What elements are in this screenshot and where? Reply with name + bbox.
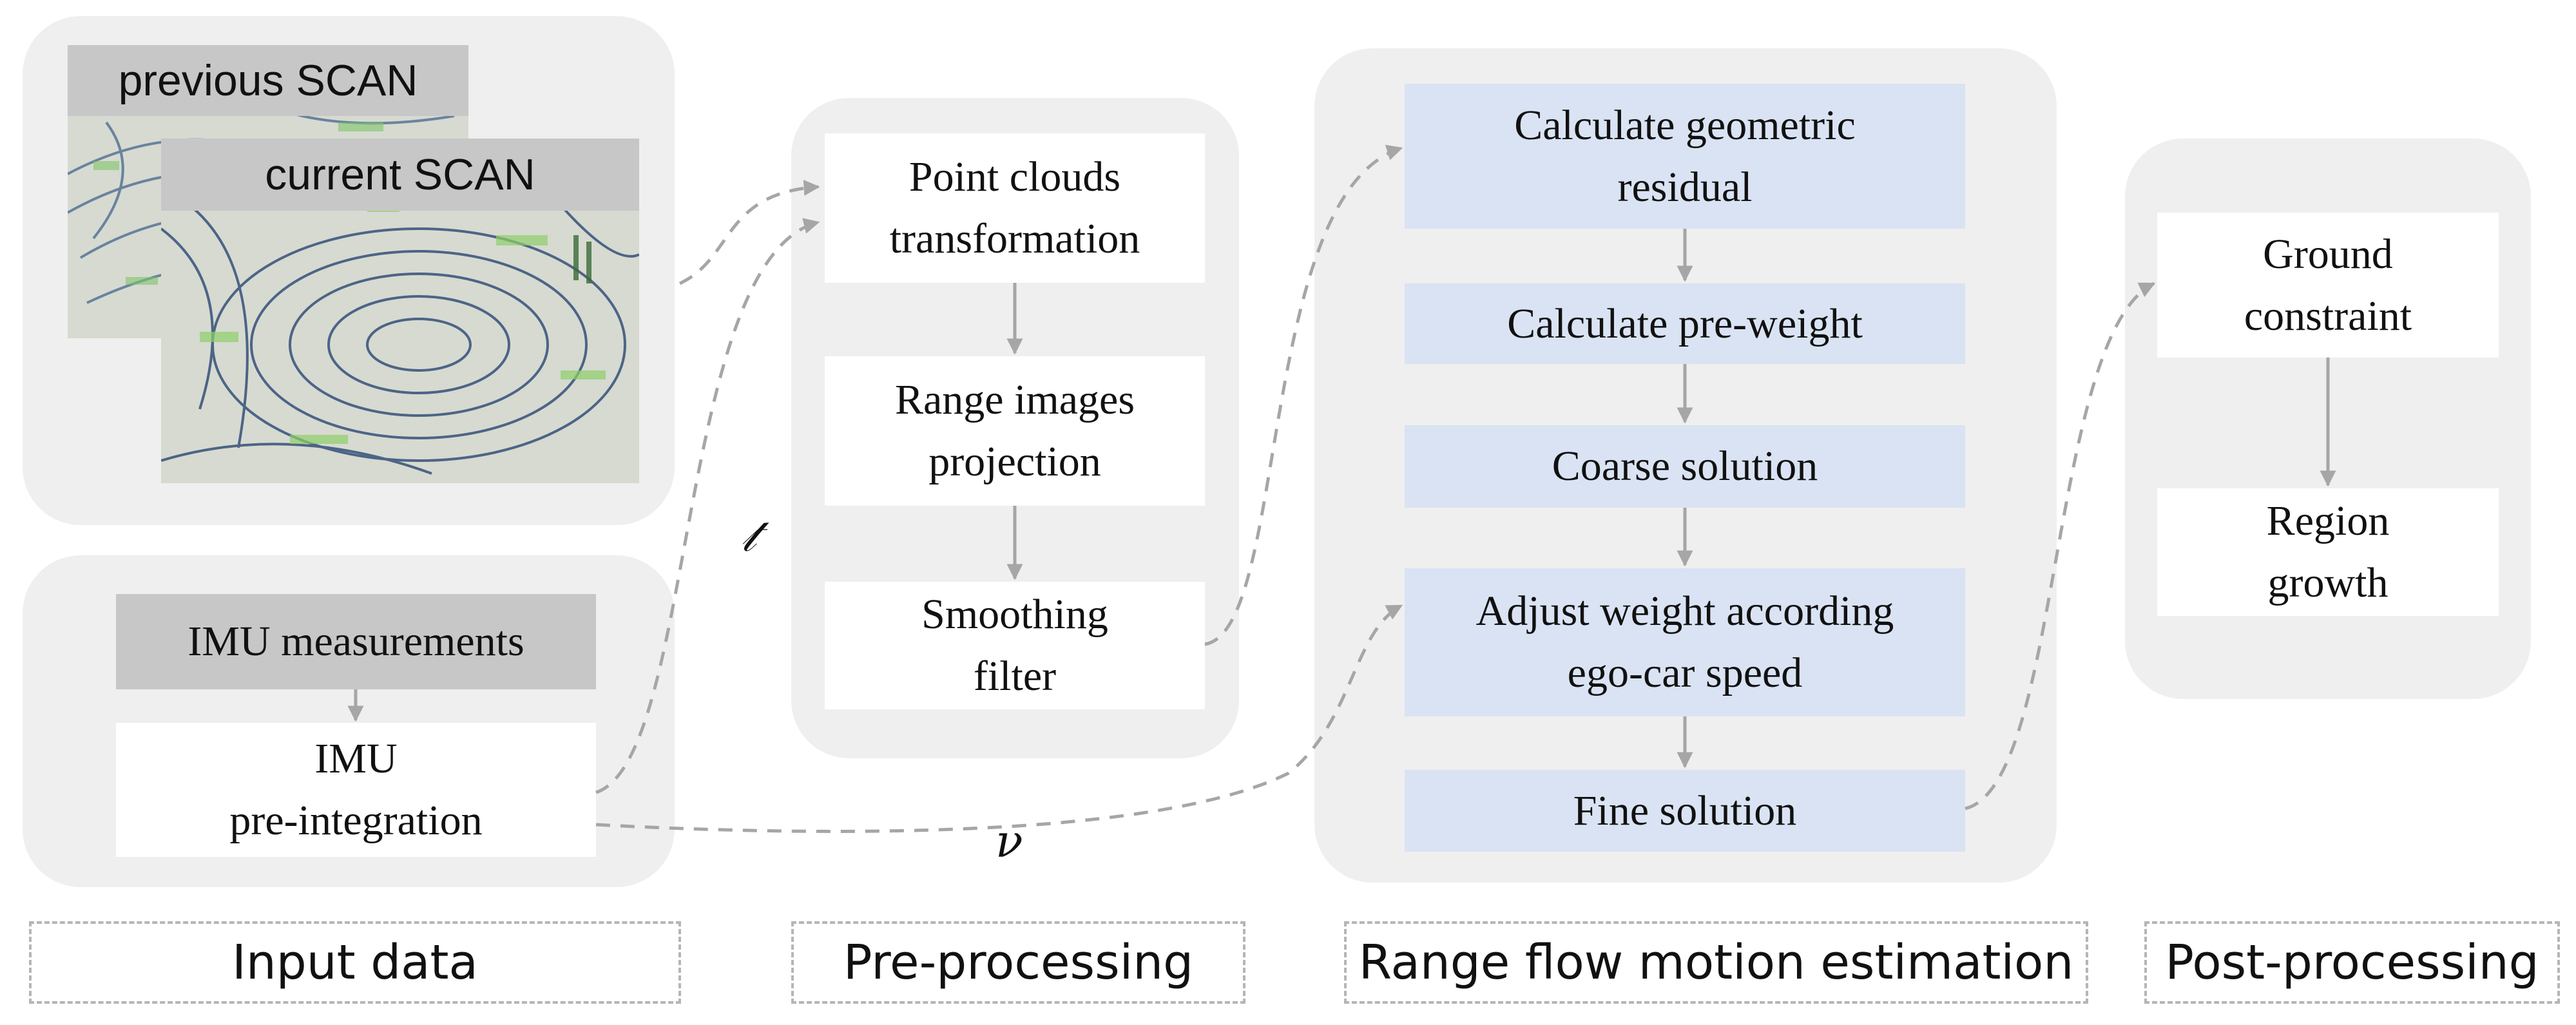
stage-input-data: Input data [29,921,681,1004]
fine-solution-box: Fine solution [1405,770,1965,852]
point-clouds-transformation-box: Point clouds transformation [825,133,1205,283]
imu-measurements-box: IMU measurements [116,594,596,689]
dashed-smooth-to-residual [1204,144,1403,646]
coarse-solution-box: Coarse solution [1405,425,1965,508]
stage-pre-processing: Pre-processing [791,921,1245,1004]
pre-weight-box: Calculate pre-weight [1405,283,1965,364]
dashed-imu-to-adjust [595,604,1403,833]
region-growth-box: Region growth [2157,488,2499,616]
dashed-fine-to-ground [1965,282,2156,810]
tau-symbol: 𝓉 [741,509,756,562]
dashed-scan-to-transform [678,180,820,285]
dashed-imu-to-transform [595,218,820,794]
nu-symbol: ν [995,815,1023,868]
ground-constraint-box: Ground constraint [2157,213,2499,358]
adjust-weight-box: Adjust weight according ego-car speed [1405,568,1965,716]
stage-post-processing: Post-processing [2144,921,2560,1004]
imu-preintegration-box: IMU pre-integration [116,723,596,857]
smoothing-filter-box: Smoothing filter [825,582,1205,709]
geometric-residual-box: Calculate geometric residual [1405,84,1965,229]
range-images-projection-box: Range images projection [825,356,1205,506]
stage-range-flow: Range flow motion estimation [1344,921,2088,1004]
current-scan-label: current SCAN [161,139,639,211]
previous-scan-label: previous SCAN [68,45,468,116]
